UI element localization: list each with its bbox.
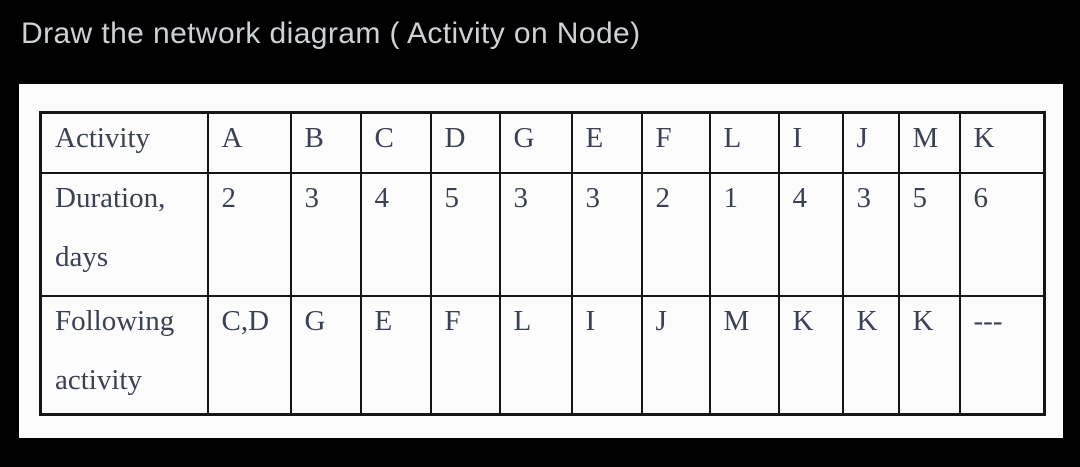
following-cell: M <box>708 294 780 416</box>
duration-cell: 4 <box>777 171 844 297</box>
row-label-line1: Duration, <box>55 181 166 214</box>
duration-cell: 2 <box>640 171 711 297</box>
row-label-line2: days <box>55 241 109 274</box>
following-cell: K <box>897 294 961 416</box>
duration-cell: 3 <box>841 171 900 297</box>
following-cell: E <box>359 294 432 416</box>
table-row-duration: Duration, days 2 3 4 5 3 3 2 1 4 3 5 6 <box>39 171 1046 297</box>
header-cell: E <box>570 111 643 174</box>
duration-cell: 5 <box>897 171 961 297</box>
duration-cell: 1 <box>708 171 780 297</box>
following-cell: I <box>570 294 643 416</box>
header-cell: B <box>289 111 362 174</box>
page-title: Draw the network diagram ( Activity on N… <box>21 17 641 50</box>
following-cell: K <box>841 294 900 416</box>
following-cell: C,D <box>206 294 292 416</box>
row-label-activity: Activity <box>39 111 209 174</box>
header-cell: K <box>958 111 1046 174</box>
header-cell: F <box>640 111 711 174</box>
header-cell: D <box>429 111 501 174</box>
activity-table: Activity A B C D G E F L I J M K Duratio… <box>39 111 1046 416</box>
header-cell: J <box>841 111 900 174</box>
following-cell: --- <box>958 294 1046 416</box>
duration-cell: 3 <box>570 171 643 297</box>
row-label-line1: Following <box>55 304 175 337</box>
document-panel: Activity A B C D G E F L I J M K Duratio… <box>19 84 1063 438</box>
header-cell: M <box>897 111 961 174</box>
row-label-line2: activity <box>55 364 142 397</box>
following-cell: G <box>289 294 362 416</box>
duration-cell: 5 <box>429 171 501 297</box>
following-cell: J <box>640 294 711 416</box>
row-label-duration: Duration, days <box>39 171 209 297</box>
header-cell: I <box>777 111 844 174</box>
duration-cell: 2 <box>206 171 292 297</box>
duration-cell: 3 <box>498 171 573 297</box>
table-row-following: Following activity C,D G E F L I J M K K… <box>39 294 1046 416</box>
header-cell: L <box>708 111 780 174</box>
following-cell: L <box>498 294 573 416</box>
header-cell: C <box>359 111 432 174</box>
table-row-activity: Activity A B C D G E F L I J M K <box>39 111 1046 174</box>
row-label-following: Following activity <box>39 294 209 416</box>
duration-cell: 4 <box>359 171 432 297</box>
duration-cell: 3 <box>289 171 362 297</box>
header-cell: A <box>206 111 292 174</box>
following-cell: F <box>429 294 501 416</box>
duration-cell: 6 <box>958 171 1046 297</box>
header-cell: G <box>498 111 573 174</box>
following-cell: K <box>777 294 844 416</box>
